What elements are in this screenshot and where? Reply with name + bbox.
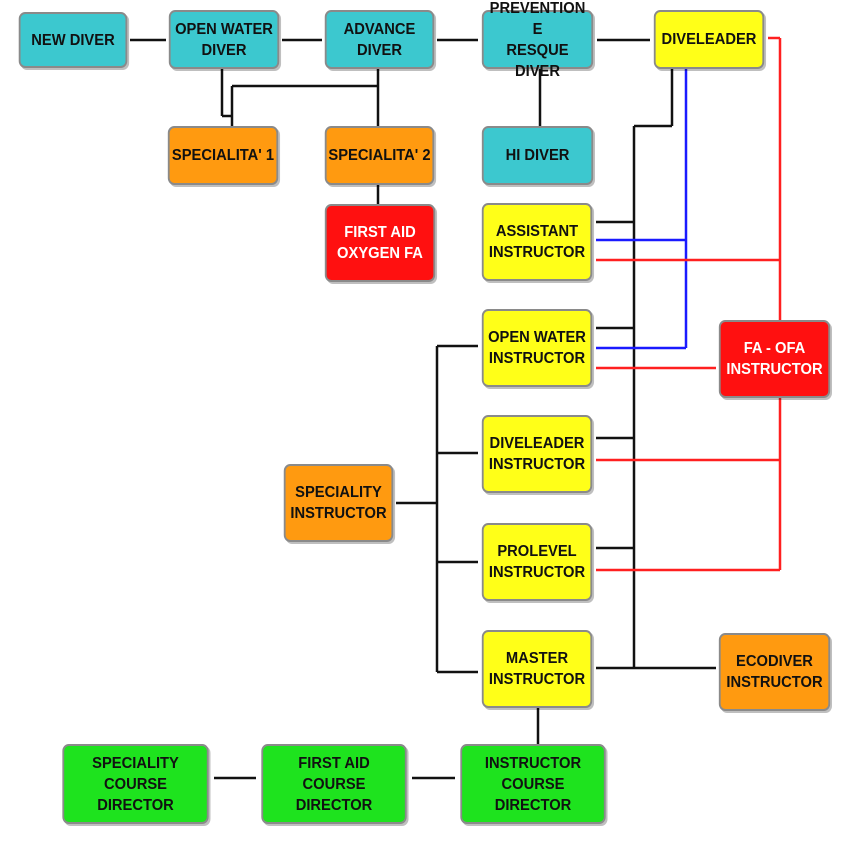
node-speciality-instructor: SPECIALITY INSTRUCTOR <box>283 464 394 542</box>
node-speciality-course-director: SPECIALITY COURSE DIRECTOR <box>62 744 209 824</box>
node-ecodiver-instructor: ECODIVER INSTRUCTOR <box>718 633 831 711</box>
node-assistant-instructor: ASSISTANT INSTRUCTOR <box>481 203 593 281</box>
node-advance-diver: ADVANCE DIVER <box>324 10 435 69</box>
node-new-diver: NEW DIVER <box>18 12 128 68</box>
node-open-water-instructor: OPEN WATER INSTRUCTOR <box>481 309 593 387</box>
node-prolevel-instructor: PROLEVEL INSTRUCTOR <box>481 523 593 601</box>
node-diveleader-instructor: DIVELEADER INSTRUCTOR <box>481 415 593 493</box>
node-instructor-course-director: INSTRUCTOR COURSE DIRECTOR <box>460 744 606 824</box>
node-fa-ofa-instructor: FA - OFA INSTRUCTOR <box>718 320 831 398</box>
node-hi-diver: HI DIVER <box>481 126 594 185</box>
node-diveleader: DIVELEADER <box>653 10 765 69</box>
node-first-aid-oxygen-fa: FIRST AID OXYGEN FA <box>324 204 436 282</box>
node-open-water-diver: OPEN WATER DIVER <box>168 10 280 69</box>
node-specialita-2: SPECIALITA' 2 <box>324 126 435 185</box>
node-specialita-1: SPECIALITA' 1 <box>167 126 279 185</box>
node-prevention-resque-diver: PREVENTION E RESQUE DIVER <box>481 0 594 80</box>
node-first-aid-course-director: FIRST AID COURSE DIRECTOR <box>261 744 407 824</box>
node-master-instructor: MASTER INSTRUCTOR <box>481 630 593 708</box>
